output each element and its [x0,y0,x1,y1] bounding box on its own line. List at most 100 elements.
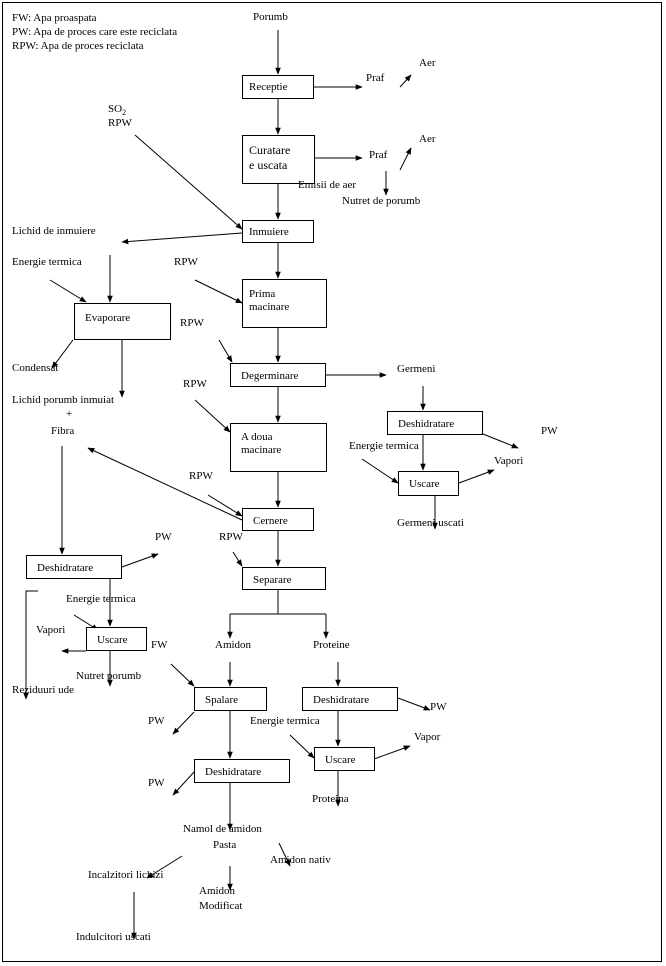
box-a-doua-line1: A doua [241,431,273,443]
label-pw-left: PW [155,531,172,543]
label-rpw-4: RPW [189,470,213,482]
box-prima-line1: Prima [249,288,276,300]
box-evaporare: Evaporare [74,303,171,340]
arrow [51,339,74,369]
box-uscare-germeni-label: Uscare [409,478,440,490]
label-amidon-modificat-1: Amidon [199,885,236,897]
label-praf-1: Praf [366,72,385,84]
label-amidon: Amidon [215,639,252,651]
label-rpw-3: RPW [183,378,207,390]
box-separare: Separare [242,567,326,590]
box-cernere-label: Cernere [253,515,288,527]
box-deshidratare-germeni: Deshidratare [387,411,483,435]
box-deshidratare-germeni-label: Deshidratare [398,418,455,430]
box-inmuiere: Inmuiere [242,220,314,243]
box-curatare-line2: e uscata [249,158,288,172]
label-lichid-inmuiere: Lichid de inmuiere [12,225,96,237]
label-emisii-aer: Emisii de aer [298,179,357,191]
box-deshidratare-amidon-label: Deshidratare [205,766,262,778]
label-fw: FW [151,639,168,651]
label-rpw-5: RPW [219,531,243,543]
arrow [218,339,233,363]
arrow [361,458,399,484]
label-amidon-nativ: Amidon nativ [270,854,331,866]
label-pw-deshidratare-amidon: PW [148,777,165,789]
label-aer-2: Aer [419,133,436,145]
arrow [207,494,243,517]
label-namol-amidon: Namol de amidon [183,823,262,835]
label-vapor: Vapor [414,731,441,743]
label-rpw-so2: RPW [108,117,132,129]
label-rpw-1: RPW [174,256,198,268]
box-receptie-label: Receptie [249,81,288,93]
arrow [373,745,411,760]
box-inmuiere-label: Inmuiere [249,226,289,238]
label-rpw-2: RPW [180,317,204,329]
label-aer-1: Aer [419,57,436,69]
arrow [49,279,87,303]
label-so2-sub: 2 [122,108,127,118]
label-porumb: Porumb [253,11,288,23]
box-separare-label: Separare [253,574,292,586]
label-reziduuri-ude: Reziduuri ude [12,684,75,696]
arrow [172,711,195,735]
arrow [397,697,431,711]
label-pw-germeni: PW [541,425,558,437]
arrow [399,74,412,88]
label-praf-2: Praf [369,149,388,161]
label-condensat: Condensat [12,362,59,374]
arrow [194,399,231,433]
arrow [289,734,315,759]
box-spalare-label: Spalare [205,694,238,706]
legend-rpw: RPW: Apa de proces reciclata [12,40,144,52]
box-curatare-line1: Curatare [249,143,291,157]
arrow [146,855,183,879]
label-germeni: Germeni [397,363,436,375]
label-so2: SO2 [108,103,126,119]
label-pasta: Pasta [213,839,237,851]
label-pw-spalare: PW [148,715,165,727]
arrow [121,553,159,568]
label-energie-termica-1: Energie termica [12,256,82,268]
label-energie-termica-proteine: Energie termica [250,715,320,727]
label-nutret-porumb: Nutret porumb [76,670,142,682]
box-evaporare-label: Evaporare [85,312,131,324]
box-degerminare-label: Degerminare [241,370,299,382]
arrow [170,663,195,687]
label-energie-termica-2: Energie termica [66,593,136,605]
label-vapori-left: Vapori [36,624,66,636]
arrow [23,590,38,700]
box-deshidratare-proteine: Deshidratare [302,687,398,711]
arrow [121,232,243,245]
box-a-doua-line2: macinare [241,444,282,456]
legend-fw: FW: Apa proaspata [12,12,97,24]
box-uscare-left-label: Uscare [97,634,128,646]
legend-pw: PW: Apa de proces care este reciclata [12,26,178,38]
label-energie-termica-germeni: Energie termica [349,440,419,452]
box-deshidratare-left: Deshidratare [26,555,122,579]
label-plus: + [66,408,73,420]
box-uscare-proteine-label: Uscare [325,754,356,766]
label-fibra: Fibra [51,425,75,437]
label-proteine: Proteine [313,639,350,651]
box-receptie: Receptie [242,75,314,99]
arrow [87,447,243,521]
label-amidon-modificat-2: Modificat [199,900,243,912]
arrow [194,279,243,304]
label-pw-proteine: PW [430,701,447,713]
box-deshidratare-proteine-label: Deshidratare [313,694,370,706]
box-cernere: Cernere [242,508,314,531]
arrow [232,551,243,567]
arrow [278,842,291,867]
label-proteina: Proteina [312,793,349,805]
arrow [482,433,519,449]
box-spalare: Spalare [194,687,267,711]
label-nutret-porumb-top: Nutret de porumb [342,195,421,207]
box-uscare-left: Uscare [86,627,147,651]
box-deshidratare-left-label: Deshidratare [37,562,94,574]
